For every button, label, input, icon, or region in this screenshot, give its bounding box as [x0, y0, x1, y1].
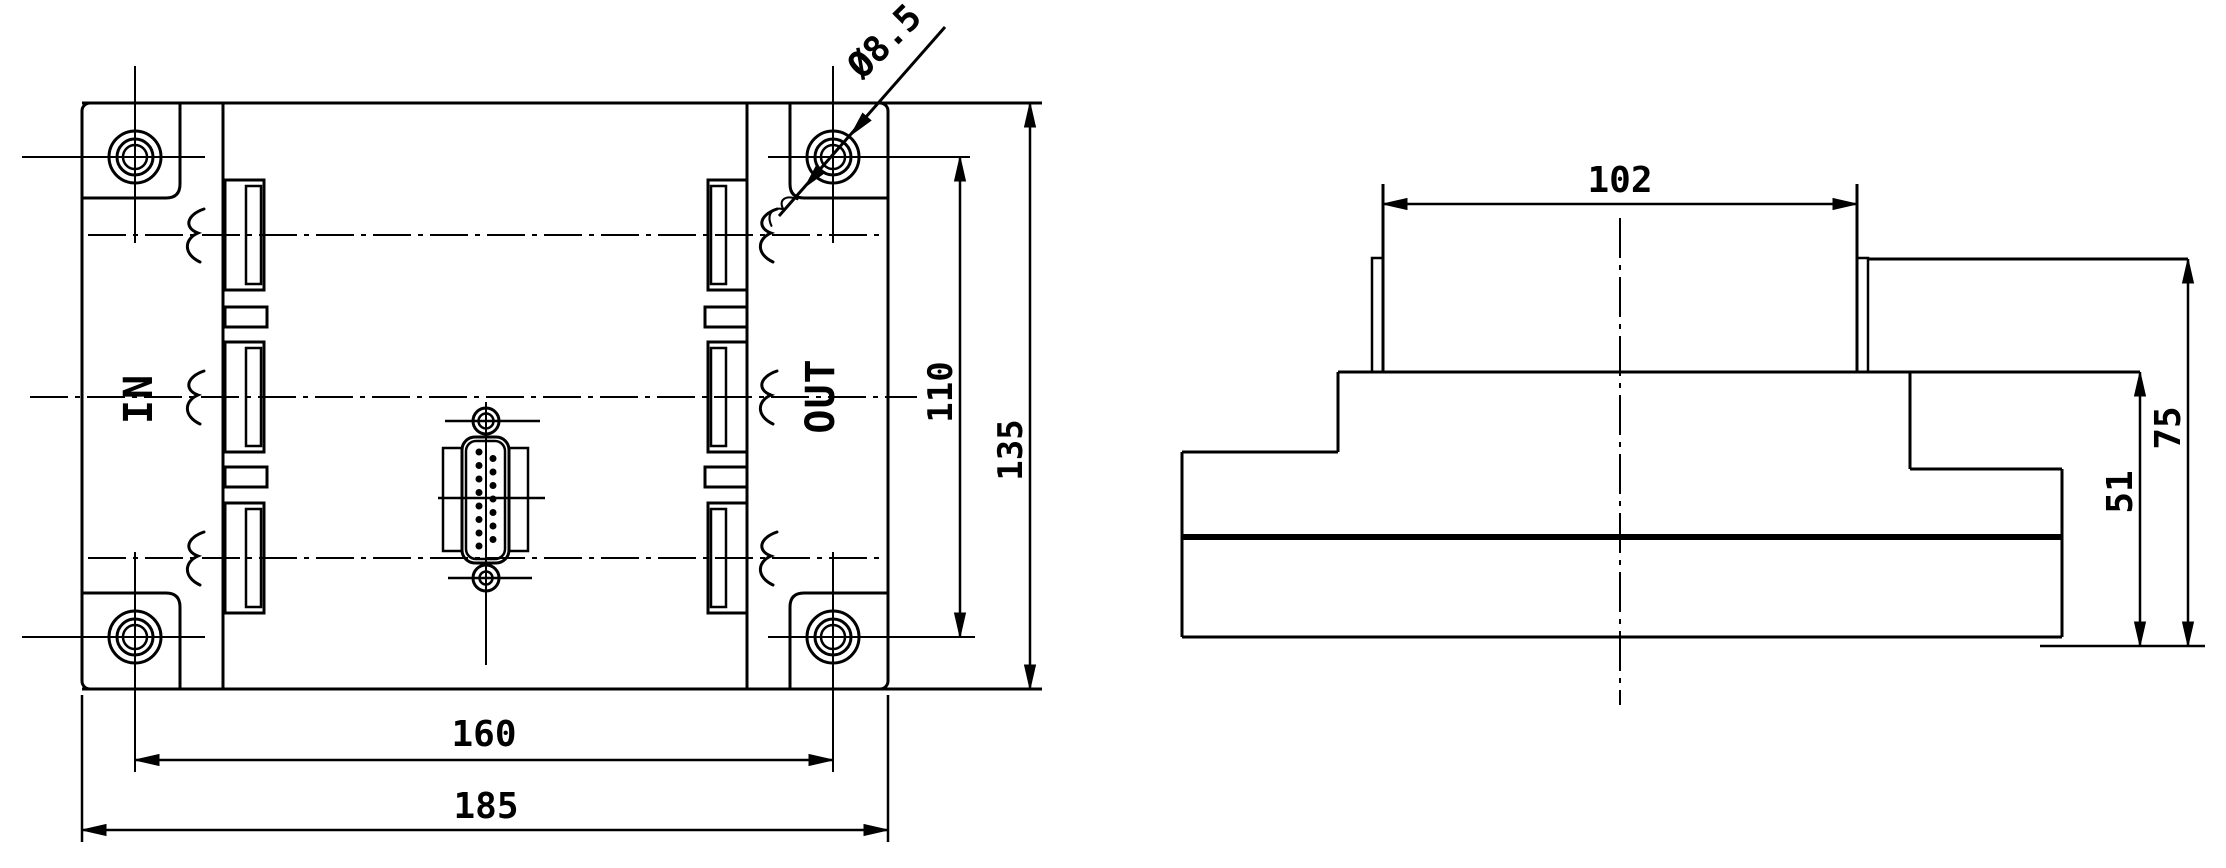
dim-110: 110 [921, 361, 961, 422]
front-view [22, 26, 1042, 842]
dim-75: 75 [2148, 406, 2189, 449]
fin-blocks-right [703, 178, 749, 615]
fin-blocks-left [223, 178, 269, 615]
side-view [1180, 184, 2205, 705]
dim-110-135 [82, 101, 1042, 691]
side-view-arrowheads [1382, 198, 2194, 647]
dsub-pins [475, 448, 497, 550]
dim-102: 102 [1587, 160, 1652, 201]
label-out: OUT [798, 358, 844, 433]
dim-160-185 [80, 695, 890, 842]
dim-160: 160 [451, 714, 516, 755]
dim-135: 135 [991, 419, 1031, 480]
side-view-dims [2138, 259, 2190, 646]
dim-hole-diameter: Ø8.5 [839, 0, 930, 88]
dim-51: 51 [2100, 470, 2141, 513]
side-profile [1180, 184, 2205, 648]
row-centerlines [30, 234, 917, 559]
label-in: IN [116, 374, 162, 424]
dsub-connector [438, 402, 545, 665]
dim-185: 185 [453, 786, 518, 827]
corner-tabs [82, 103, 888, 689]
